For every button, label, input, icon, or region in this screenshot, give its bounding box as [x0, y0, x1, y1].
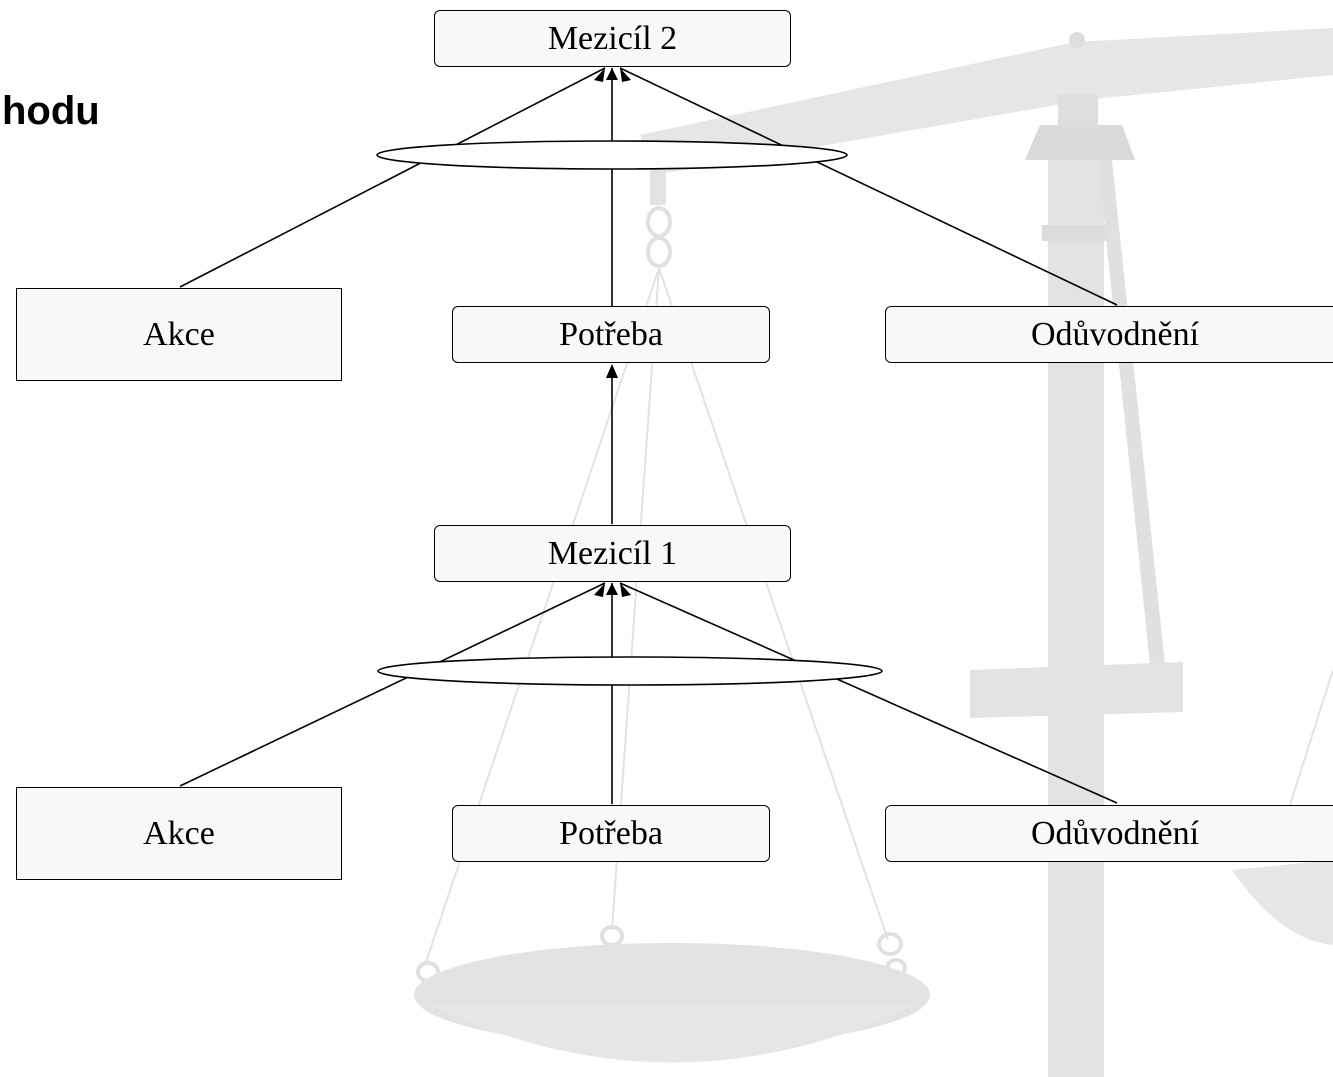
and-connector-lower — [377, 656, 883, 686]
node-mezicil-1: Mezicíl 1 — [434, 525, 791, 582]
node-mezicil-2: Mezicíl 2 — [434, 10, 791, 67]
arrowheads-lower — [594, 583, 631, 597]
balance-scale-icon — [414, 28, 1333, 1077]
and-connector-upper — [376, 140, 848, 170]
edges-lower — [179, 582, 1118, 804]
node-potreba-lower: Potřeba — [452, 805, 770, 862]
arrowheads-upper — [594, 68, 631, 82]
arrowhead-potreba — [606, 364, 618, 378]
node-oduvodneni-lower: Odůvodnění — [885, 805, 1333, 862]
node-akce-lower: Akce — [16, 787, 342, 880]
edges-upper — [179, 67, 1118, 306]
node-potreba-upper: Potřeba — [452, 306, 770, 363]
node-oduvodneni-upper: Odůvodnění — [885, 306, 1333, 363]
page-heading: hodu — [2, 89, 100, 133]
node-akce-upper: Akce — [16, 288, 342, 381]
